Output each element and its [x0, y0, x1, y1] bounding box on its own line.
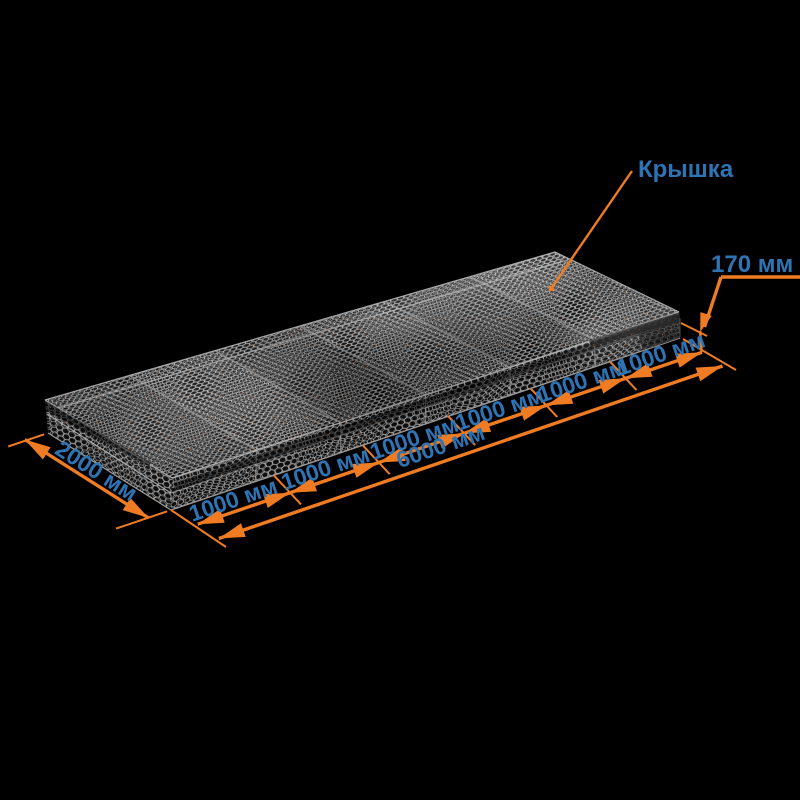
- svg-text:170 мм: 170 мм: [711, 251, 793, 278]
- svg-text:Крышка: Крышка: [638, 156, 734, 183]
